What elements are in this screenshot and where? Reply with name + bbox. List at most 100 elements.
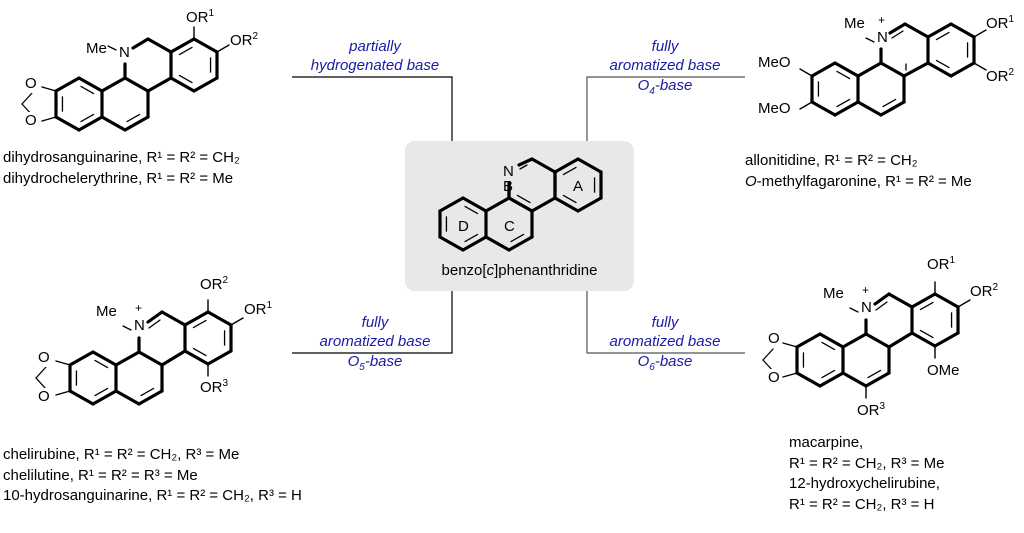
br-or1: OR1 bbox=[927, 255, 956, 273]
ring-bond bbox=[864, 332, 891, 349]
ring-bond bbox=[517, 157, 534, 167]
ring-bond bbox=[77, 115, 104, 132]
double-bond-inner bbox=[80, 113, 95, 123]
ring-label-a: A bbox=[573, 178, 584, 195]
o-bond bbox=[41, 116, 57, 122]
ome-bond bbox=[799, 68, 813, 77]
br-plus: + bbox=[862, 283, 870, 297]
n-methyl-bond bbox=[849, 307, 859, 313]
ring-bond bbox=[864, 371, 891, 388]
double-bond-inner bbox=[178, 46, 193, 56]
ring-bond bbox=[100, 115, 127, 132]
tr-or2: OR2 bbox=[986, 67, 1015, 85]
structure-bottom-right bbox=[762, 281, 971, 399]
captions-bottom-right: macarpine, R¹ = R² = CH₂, R³ = Me 12-hyd… bbox=[789, 433, 944, 515]
ring-bond bbox=[879, 100, 906, 117]
n-methyl-bond bbox=[865, 37, 875, 43]
o-bond bbox=[55, 360, 71, 366]
double-bond-inner bbox=[891, 30, 904, 39]
double-bond-inner bbox=[562, 166, 577, 176]
ring-bond bbox=[160, 349, 187, 367]
captions-top-left: dihydrosanguinarine, R¹ = R² = CH₂ dihyd… bbox=[3, 148, 240, 189]
ring-label-b: B bbox=[503, 178, 514, 195]
ring-label-d: D bbox=[458, 218, 469, 235]
double-bond-inner bbox=[178, 74, 193, 84]
ring-bond bbox=[856, 61, 883, 78]
ring-bond bbox=[576, 196, 603, 213]
ring-bond bbox=[553, 196, 580, 213]
or-bond bbox=[973, 29, 987, 38]
bl-me: Me bbox=[96, 303, 117, 320]
ch2-bond bbox=[35, 366, 47, 379]
tl-n: N bbox=[119, 44, 130, 62]
ring-bond bbox=[833, 100, 860, 117]
bl-plus: + bbox=[135, 301, 143, 315]
ch2-bond bbox=[35, 377, 47, 390]
captions-top-right: allonitidine, R¹ = R² = CH₂ O-methylfaga… bbox=[745, 151, 972, 192]
branch-class-bottom-left: O5-base bbox=[347, 353, 403, 373]
double-bond-inner bbox=[94, 359, 109, 369]
tr-plus: + bbox=[878, 13, 886, 27]
structure-top-right bbox=[799, 22, 987, 117]
branch-class-top-right: O4-base bbox=[637, 77, 693, 97]
ring-bond bbox=[795, 332, 822, 349]
ring-bond bbox=[114, 350, 141, 367]
ring-bond bbox=[530, 196, 557, 213]
double-bond-inner bbox=[148, 319, 161, 329]
double-bond-inner bbox=[867, 369, 882, 379]
bl-or2: OR2 bbox=[200, 275, 229, 293]
o-bond bbox=[55, 390, 71, 396]
ring-bond bbox=[841, 332, 868, 349]
double-bond-inner bbox=[510, 233, 525, 243]
double-bond-inner bbox=[519, 164, 528, 170]
ring-bond bbox=[926, 22, 953, 39]
ring-bond bbox=[818, 332, 845, 349]
ring-bond bbox=[183, 310, 210, 327]
ring-bond bbox=[795, 371, 822, 388]
ring-bond bbox=[841, 371, 868, 388]
ring-bond bbox=[438, 235, 465, 252]
br-or2: OR2 bbox=[970, 282, 999, 300]
bl-o-top: O bbox=[38, 349, 50, 367]
double-bond-inner bbox=[882, 98, 897, 108]
branch-label-top-left: partially hydrogenated base bbox=[310, 38, 440, 74]
ring-bond bbox=[576, 157, 603, 174]
caption-line: O-methylfagaronine, R¹ = R² = Me bbox=[745, 172, 972, 190]
double-bond-inner bbox=[836, 70, 851, 80]
double-bond-inner bbox=[875, 301, 888, 311]
ring-bond bbox=[206, 349, 233, 366]
ring-bond bbox=[887, 292, 914, 309]
ring-bond bbox=[91, 350, 118, 367]
ring-bond bbox=[949, 22, 976, 39]
o-bond bbox=[782, 342, 798, 348]
ring-bond bbox=[902, 61, 930, 78]
ring-bond bbox=[810, 100, 837, 117]
ring-bond bbox=[910, 292, 937, 309]
br-n: N bbox=[861, 299, 872, 317]
ring-bond bbox=[530, 157, 557, 174]
double-bond-inner bbox=[919, 329, 934, 339]
caption-line: dihydrosanguinarine, R¹ = R² = CH₂ bbox=[3, 149, 240, 166]
caption-line: 10-hydrosanguinarine, R¹ = R² = CH₂, R³ … bbox=[3, 487, 302, 504]
ring-bond bbox=[888, 22, 907, 35]
br-o-bottom: O bbox=[768, 369, 780, 387]
ring-bond bbox=[137, 350, 164, 367]
structure-bottom-left bbox=[35, 299, 244, 406]
br-me: Me bbox=[823, 285, 844, 302]
br-o-top: O bbox=[768, 330, 780, 348]
or-bond bbox=[216, 44, 230, 53]
ring-bond bbox=[933, 331, 960, 348]
double-bond-inner bbox=[80, 85, 95, 95]
ring-bond bbox=[206, 310, 233, 327]
double-bond-inner bbox=[192, 319, 207, 329]
caption-line: 12-hydroxychelirubine, bbox=[789, 475, 940, 492]
double-bond-inner bbox=[464, 233, 479, 243]
ring-bond bbox=[192, 37, 219, 54]
tr-or1: OR1 bbox=[986, 14, 1015, 32]
core-structure bbox=[438, 157, 603, 252]
ring-bond bbox=[183, 349, 210, 366]
ring-bond bbox=[484, 196, 511, 213]
captions-bottom-left: chelirubine, R¹ = R² = CH₂, R³ = Me chel… bbox=[3, 445, 302, 507]
